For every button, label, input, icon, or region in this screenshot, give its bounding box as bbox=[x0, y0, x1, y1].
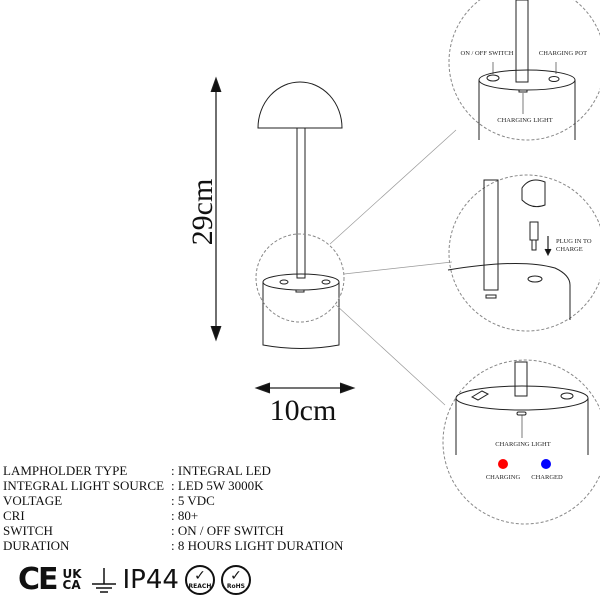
rohs-badge: ✓RoHS bbox=[220, 564, 251, 595]
spec-row: VOLTAGE : 5 VDC bbox=[3, 493, 343, 508]
spec-row: CRI : 80+ bbox=[3, 508, 343, 523]
spec-value: : LED 5W 3000K bbox=[171, 478, 264, 493]
width-label: 10cm bbox=[270, 394, 337, 427]
charged-indicator-blue bbox=[541, 459, 551, 469]
zoom-circle-light bbox=[442, 359, 600, 525]
charging-indicator-red bbox=[498, 459, 508, 469]
spec-key: INTEGRAL LIGHT SOURCE bbox=[3, 478, 165, 493]
spec-row: SWITCH : ON / OFF SWITCH bbox=[3, 523, 343, 538]
height-label: 29cm bbox=[186, 179, 219, 246]
spec-key: CRI bbox=[3, 508, 25, 523]
spec-row: DURATION : 8 HOURS LIGHT DURATION bbox=[3, 538, 343, 553]
lamp-stem bbox=[296, 127, 306, 279]
spec-key: DURATION bbox=[3, 538, 70, 553]
spec-value: : 80+ bbox=[171, 508, 199, 523]
spec-row: LAMPHOLDER TYPE : INTEGRAL LED bbox=[3, 463, 343, 478]
label-charging-port: CHARGING POT bbox=[539, 50, 587, 57]
earth-ground-icon bbox=[91, 567, 116, 593]
label-plug-line2: CHARGE bbox=[556, 246, 583, 253]
label-charging-light-bottom: CHARGING LIGHT bbox=[495, 441, 550, 448]
zoom-circle-small bbox=[255, 233, 345, 323]
lamp-base bbox=[262, 282, 340, 349]
label-plug-line1: PLUG IN TO bbox=[556, 238, 592, 245]
spec-key: LAMPHOLDER TYPE bbox=[3, 463, 128, 478]
label-switch: ON / OFF SWITCH bbox=[461, 50, 514, 57]
spec-key: VOLTAGE bbox=[3, 493, 63, 508]
spec-key: SWITCH bbox=[3, 523, 53, 538]
ce-mark: CE bbox=[18, 562, 58, 597]
spec-row: INTEGRAL LIGHT SOURCE : LED 5W 3000K bbox=[3, 478, 343, 493]
zoom-circle-switch bbox=[448, 0, 600, 141]
zoom-circle-plug bbox=[448, 174, 600, 332]
ip44-mark: IP44 bbox=[122, 564, 179, 595]
spec-table: LAMPHOLDER TYPE : INTEGRAL LED INTEGRAL L… bbox=[3, 463, 343, 553]
spec-value: : 5 VDC bbox=[171, 493, 215, 508]
spec-value: : 8 HOURS LIGHT DURATION bbox=[171, 538, 344, 553]
label-charging: CHARGING bbox=[486, 474, 521, 481]
spec-value: : INTEGRAL LED bbox=[171, 463, 271, 478]
label-charged: CHARGED bbox=[531, 474, 563, 481]
reach-badge: ✓REACH bbox=[184, 564, 215, 595]
spec-value: : ON / OFF SWITCH bbox=[171, 523, 284, 538]
lamp-shade bbox=[257, 81, 343, 129]
label-charging-light-top: CHARGING LIGHT bbox=[497, 117, 552, 124]
